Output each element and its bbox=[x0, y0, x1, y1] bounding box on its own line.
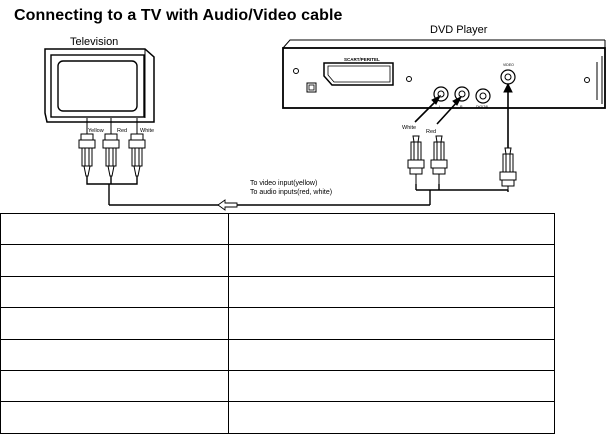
data-table bbox=[0, 212, 555, 434]
jack-pointer-arrows bbox=[414, 82, 513, 148]
av-cable bbox=[86, 176, 509, 206]
dvd-jack-label-red: Red bbox=[426, 129, 436, 135]
table-row bbox=[0, 369, 555, 403]
dvd-jack-label-white: White bbox=[402, 125, 416, 131]
television bbox=[44, 48, 155, 123]
dvd-plug-white bbox=[407, 135, 425, 184]
table-row bbox=[0, 212, 555, 246]
coax-jack-label: DIGITAL bbox=[476, 105, 489, 109]
left-jack-label: L bbox=[439, 105, 441, 109]
table-row bbox=[0, 307, 555, 340]
scart-label: SCART/PERITEL bbox=[344, 57, 380, 62]
table-cell bbox=[228, 307, 555, 340]
table-row bbox=[0, 275, 555, 309]
signal-direction-arrow bbox=[217, 199, 238, 211]
dvd-plug-red bbox=[430, 135, 448, 184]
dvd-plug-video bbox=[499, 147, 517, 192]
table-row bbox=[0, 338, 555, 371]
table-cell bbox=[228, 401, 555, 434]
table-cell bbox=[0, 244, 229, 277]
tv-jack-label-red: Red bbox=[117, 128, 127, 134]
page-title: Connecting to a TV with Audio/Video cabl… bbox=[14, 7, 343, 24]
table-cell bbox=[228, 338, 555, 371]
tv-plug-yellow bbox=[78, 118, 96, 177]
table-cell bbox=[228, 275, 555, 309]
table-cell bbox=[0, 275, 229, 309]
table-cell bbox=[228, 369, 555, 403]
table-row bbox=[0, 401, 555, 434]
table-cell bbox=[0, 212, 229, 246]
table-row bbox=[0, 244, 555, 277]
table-cell bbox=[0, 401, 229, 434]
dvd-label: DVD Player bbox=[430, 24, 488, 36]
tv-jack-label-yellow: Yellow bbox=[88, 128, 104, 134]
dvd-player bbox=[282, 39, 606, 109]
connection-diagram: Television Yellow Red White bbox=[44, 24, 606, 211]
right-jack-label: R bbox=[460, 105, 463, 109]
table-cell bbox=[0, 307, 229, 340]
video-jack-label: VIDEO bbox=[503, 63, 514, 67]
tv-jack-label-white: White bbox=[140, 128, 154, 134]
table-cell bbox=[228, 212, 555, 246]
tv-plug-red bbox=[102, 118, 120, 177]
note-video-input: To video input(yellow) bbox=[250, 180, 317, 187]
tv-label: Television bbox=[70, 36, 118, 48]
tv-plug-white bbox=[128, 118, 146, 177]
table-cell bbox=[228, 244, 555, 277]
table-cell bbox=[0, 338, 229, 371]
note-audio-inputs: To audio inputs(red, white) bbox=[250, 189, 332, 196]
table-body bbox=[0, 212, 555, 434]
table-cell bbox=[0, 369, 229, 403]
